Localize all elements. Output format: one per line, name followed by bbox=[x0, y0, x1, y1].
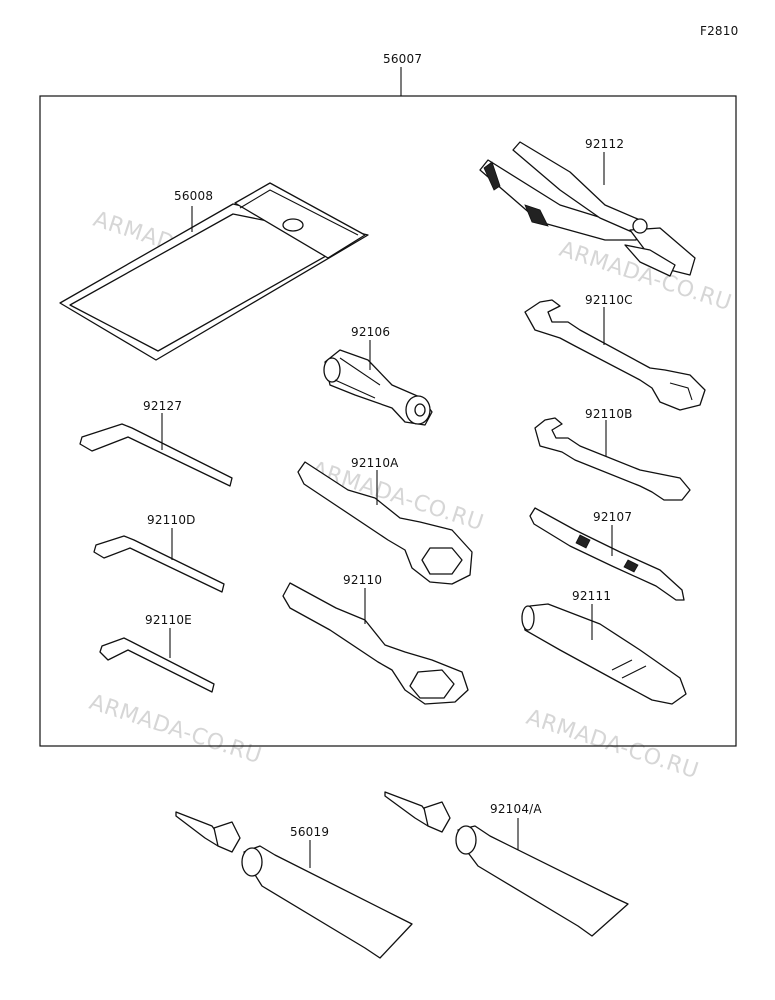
part-label-socket-adapter: 92106 bbox=[351, 325, 390, 339]
part-label-box-wrench: 92110 bbox=[343, 573, 382, 587]
grease-tube-2[interactable]: 92104/A bbox=[384, 791, 629, 937]
tool-bag[interactable]: 56008 bbox=[59, 182, 369, 361]
part-label-hex-key-small: 92110E bbox=[145, 613, 192, 627]
part-label-pliers: 92112 bbox=[585, 137, 624, 151]
part-label-wrench-c: 92110C bbox=[585, 293, 633, 307]
wrench-b[interactable]: 92110B bbox=[534, 407, 691, 501]
part-label-hex-key-medium: 92110D bbox=[147, 513, 196, 527]
part-label-grease-tube-1: 56019 bbox=[290, 825, 329, 839]
part-label-handle-extension: 92111 bbox=[572, 589, 611, 603]
hex-key-small[interactable]: 92110E bbox=[99, 613, 215, 693]
part-label-hex-key-large: 92127 bbox=[143, 399, 182, 413]
part-label-screwdriver: 92107 bbox=[593, 510, 632, 524]
handle-extension[interactable]: 92111 bbox=[521, 589, 687, 705]
part-label-box-wrench-a: 92110A bbox=[351, 456, 399, 470]
grease-tube-1[interactable]: 56019 bbox=[175, 811, 413, 959]
watermark: ARMADA-CO.RU bbox=[86, 690, 265, 769]
socket-adapter[interactable]: 92106 bbox=[323, 325, 433, 426]
pliers[interactable]: 92112 bbox=[479, 137, 696, 277]
hex-key-medium[interactable]: 92110D bbox=[93, 513, 225, 593]
screwdriver[interactable]: 92107 bbox=[529, 507, 685, 601]
figure-code: F2810 bbox=[700, 24, 738, 38]
part-label-grease-tube-2: 92104/A bbox=[490, 802, 542, 816]
watermark: ARMADA-CO.RU bbox=[523, 705, 702, 784]
part-label-tool-bag: 56008 bbox=[174, 189, 213, 203]
part-label-wrench-b: 92110B bbox=[585, 407, 633, 421]
box-wrench[interactable]: 92110 bbox=[282, 573, 469, 705]
wrench-c[interactable]: 92110C bbox=[524, 293, 706, 411]
tool-kit-frame: 56007 bbox=[39, 52, 737, 747]
box-wrench-a[interactable]: 92110A bbox=[297, 456, 473, 585]
hex-key-large[interactable]: 92127 bbox=[79, 399, 233, 487]
kit-number-label: 56007 bbox=[383, 52, 422, 66]
